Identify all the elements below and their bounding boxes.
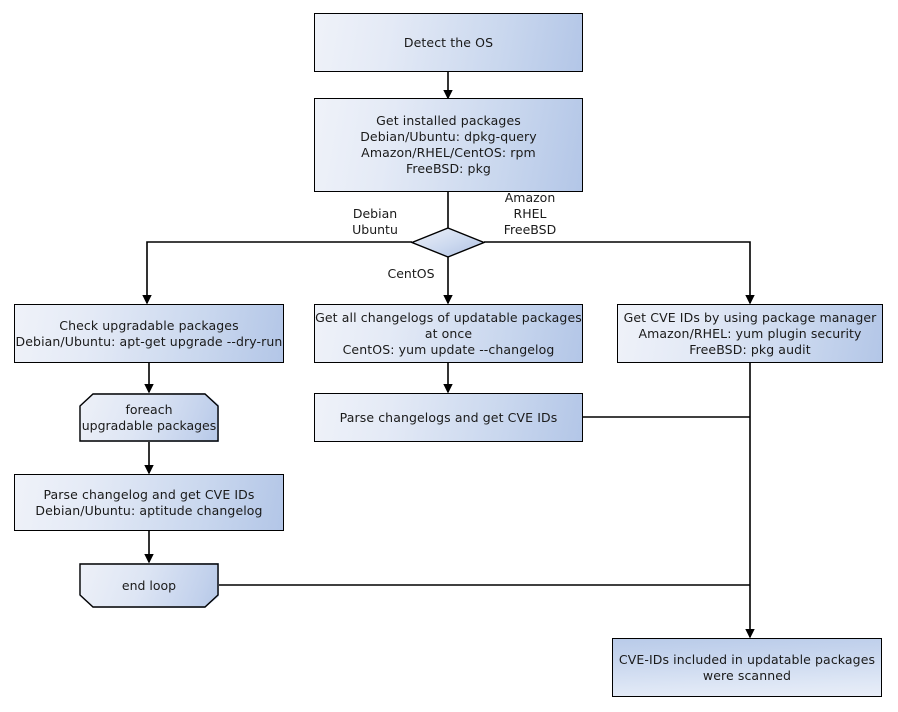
edge-label-centos: CentOS [387,266,435,281]
edge-decision-to-get-cve-ids [484,241,755,305]
node-parse-changelog-aptitude-label: Parse changelog and get CVE IDs Debian/U… [35,486,263,518]
node-get-cve-ids-package-manager[interactable]: Get CVE IDs by using package manager Ama… [617,304,883,363]
node-parse-changelogs-get-cve-ids-label: Parse changelogs and get CVE IDs [339,409,558,425]
node-end-loop[interactable]: end loop [79,563,219,608]
node-cve-ids-scanned-label: CVE-IDs included in updatable packages w… [618,651,876,683]
foreach-shape-outline [79,393,219,442]
node-detect-the-os-label: Detect the OS [403,34,494,50]
node-get-all-changelogs[interactable]: Get all changelogs of updatable packages… [314,304,583,363]
node-check-upgradable-packages-label: Check upgradable packages Debian/Ubuntu:… [15,317,283,349]
end-loop-shape-fill [79,563,219,608]
edge-label-amazon-rhel-freebsd: Amazon RHEL FreeBSD [503,190,557,237]
node-parse-changelog-aptitude[interactable]: Parse changelog and get CVE IDs Debian/U… [14,474,284,531]
node-check-upgradable-packages[interactable]: Check upgradable packages Debian/Ubuntu:… [14,304,284,363]
edge-decision-to-check-upgradable [142,241,412,305]
node-cve-ids-scanned[interactable]: CVE-IDs included in updatable packages w… [612,638,882,697]
node-parse-changelogs-get-cve-ids[interactable]: Parse changelogs and get CVE IDs [314,393,583,442]
node-get-all-changelogs-label: Get all changelogs of updatable packages… [315,309,582,357]
node-get-cve-ids-package-manager-label: Get CVE IDs by using package manager Ama… [623,309,877,357]
edge-label-debian-ubuntu: Debian Ubuntu [352,206,398,237]
node-get-installed-packages[interactable]: Get installed packages Debian/Ubuntu: dp… [314,98,583,192]
node-foreach-upgradable-packages[interactable]: foreach upgradable packages [79,393,219,442]
node-get-installed-packages-label: Get installed packages Debian/Ubuntu: dp… [360,113,537,176]
foreach-shape-fill [79,393,219,442]
node-os-decision[interactable] [410,227,486,258]
node-detect-the-os[interactable]: Detect the OS [314,13,583,72]
end-loop-shape-outline [79,563,219,608]
node-end-loop-label: end loop [121,577,177,593]
decision-diamond-shape [410,227,486,258]
node-foreach-label: foreach upgradable packages [81,401,217,433]
